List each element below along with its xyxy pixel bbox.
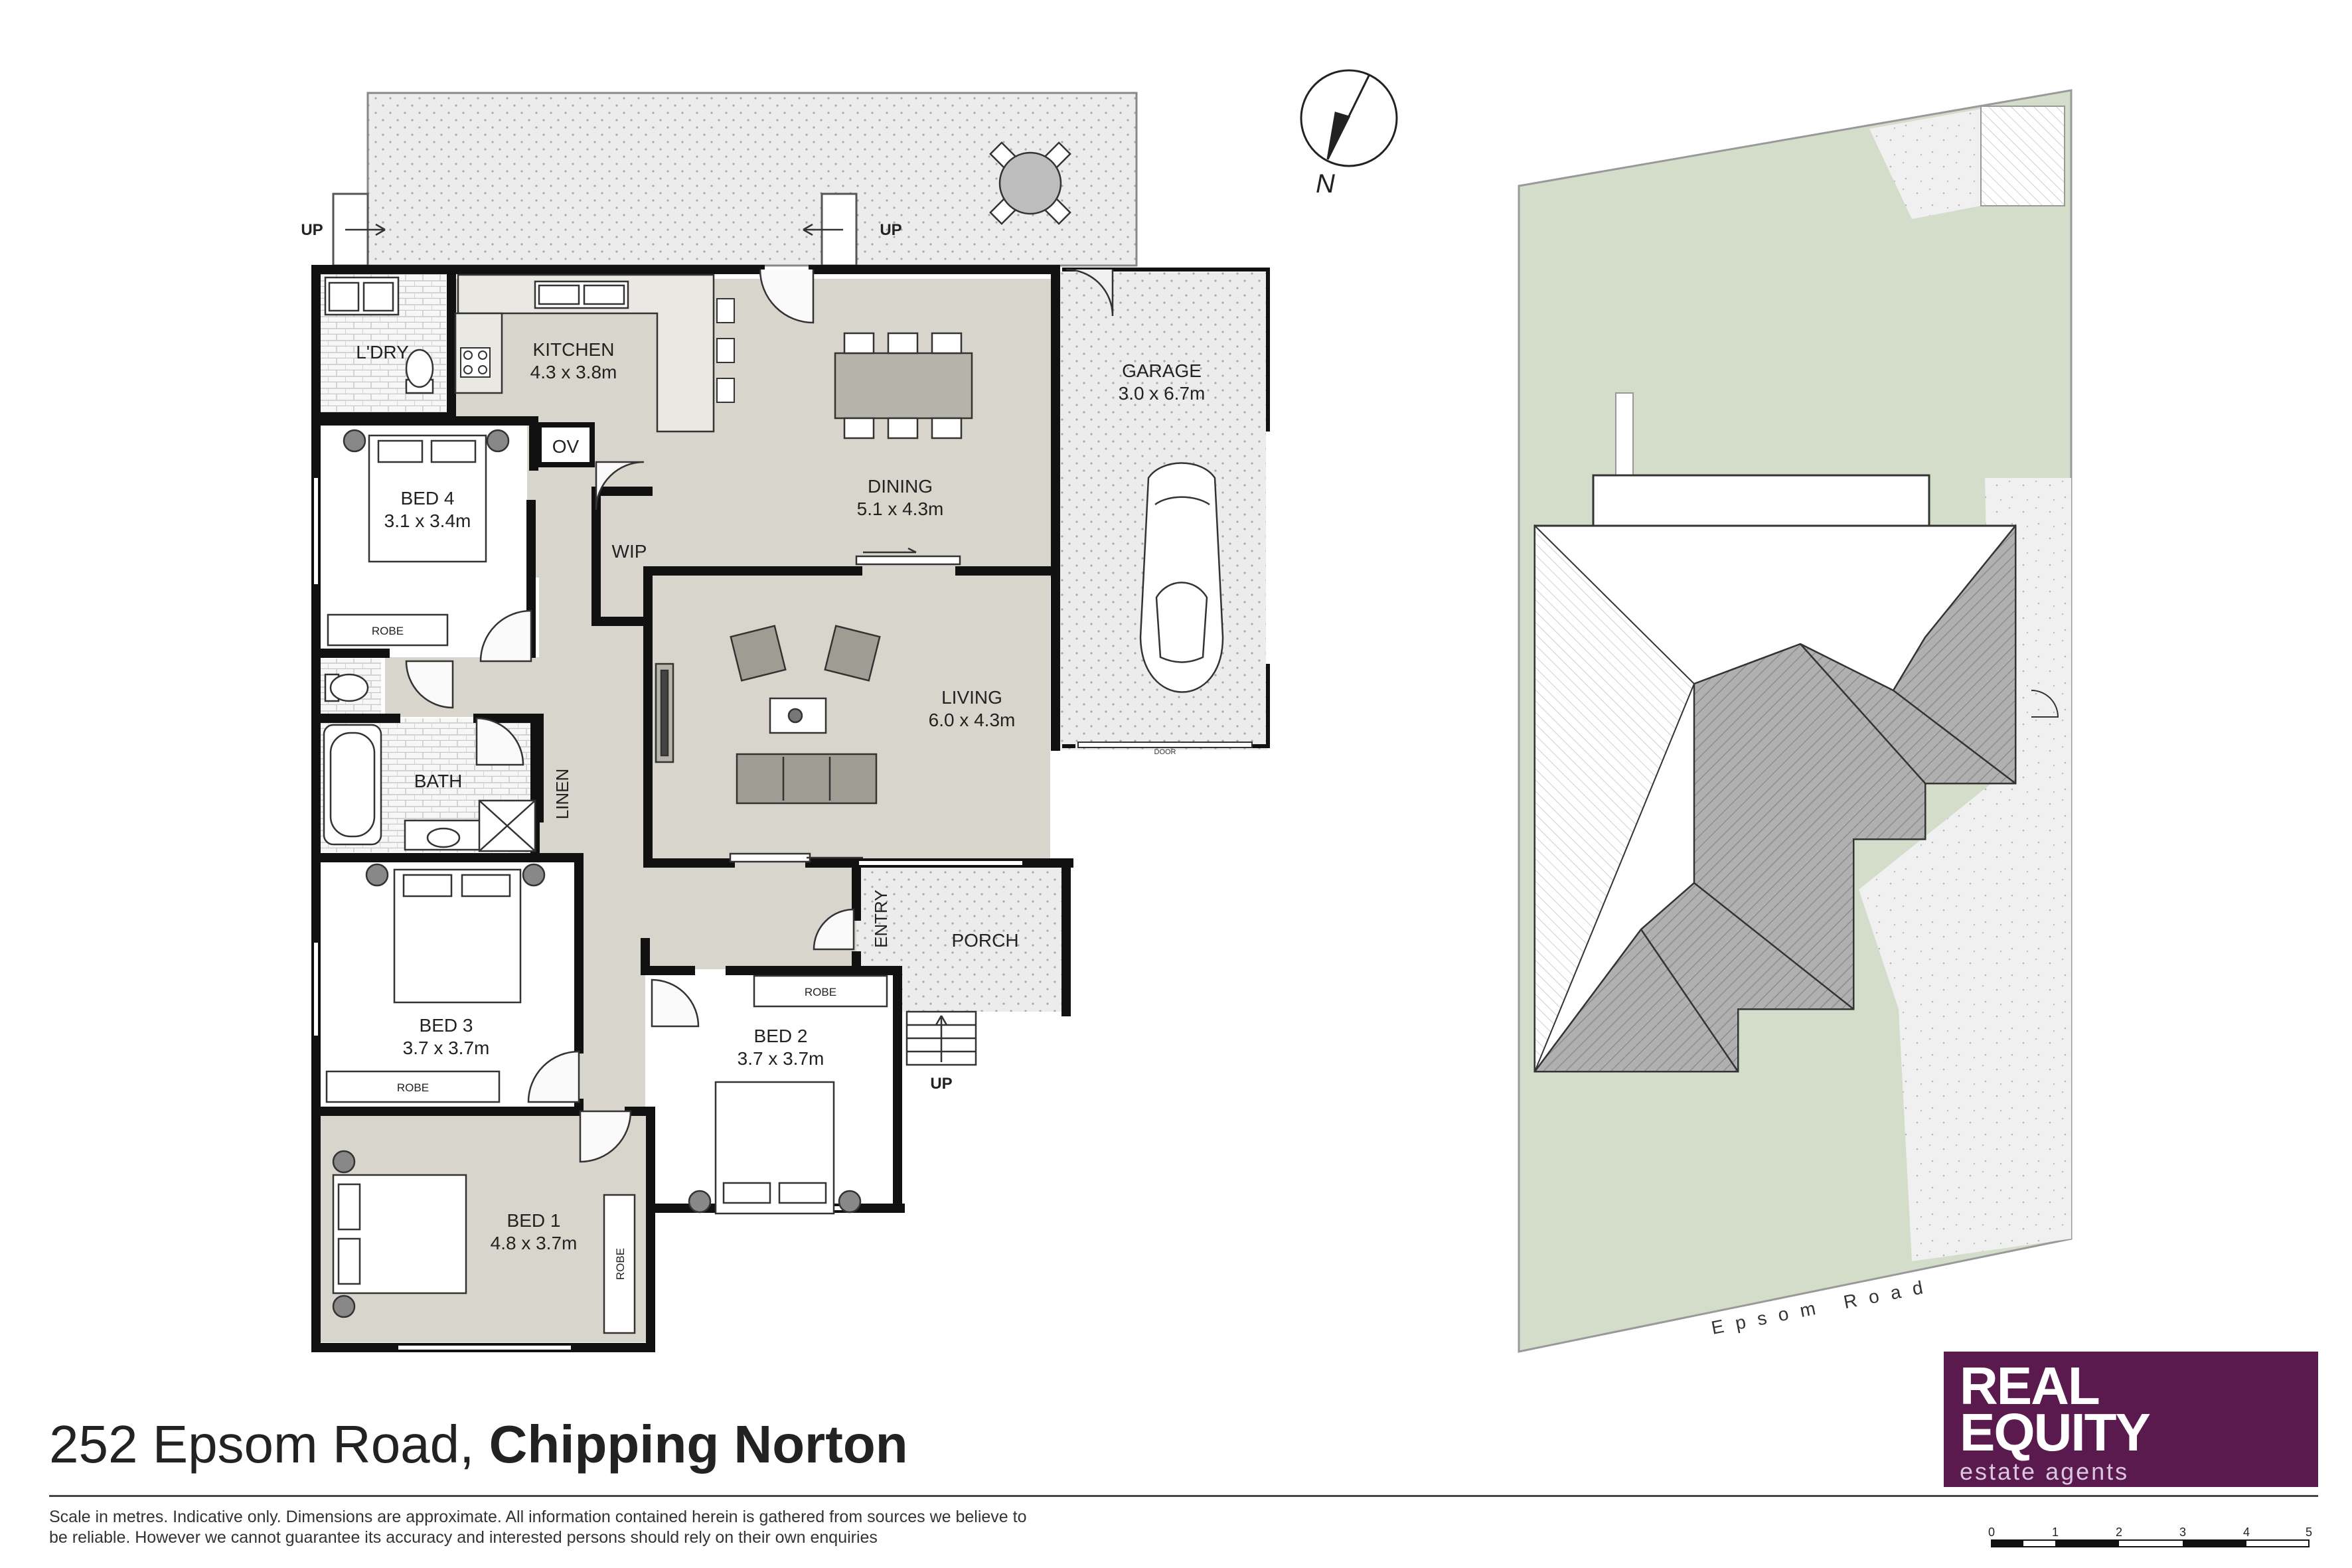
address-suburb: Chipping Norton — [489, 1415, 908, 1474]
laundry-label: L'DRY — [356, 342, 409, 362]
dining-size: 5.1 x 4.3m — [857, 499, 944, 519]
toilet-laundry — [405, 349, 434, 394]
scale-tick-4: 4 — [2243, 1526, 2250, 1539]
scale-tick-2: 2 — [2116, 1526, 2122, 1539]
bed3-label: BED 3 — [420, 1015, 473, 1036]
robe-bed4: ROBE — [372, 625, 404, 637]
outdoor-table — [989, 141, 1071, 225]
footer-divider — [49, 1495, 2318, 1497]
scale-tick-3: 3 — [2179, 1526, 2186, 1539]
up-label-left: UP — [301, 221, 323, 239]
ov-box — [536, 422, 595, 467]
agency-logo: REAL EQUITY estate agents — [1944, 1352, 2318, 1487]
side-gate — [2031, 690, 2059, 718]
bed2-furniture — [688, 975, 888, 1215]
logo-line-1: REAL — [1960, 1356, 2100, 1415]
scale-bar: 0 1 2 3 4 5 — [1988, 1526, 2312, 1547]
living-label: LIVING — [941, 687, 1002, 708]
car — [1139, 462, 1224, 693]
bed4-label: BED 4 — [401, 488, 455, 509]
robe-bed2: ROBE — [805, 986, 836, 998]
bed4-furniture — [327, 429, 510, 647]
scale-tick-1: 1 — [2052, 1526, 2059, 1539]
garage-door-label: DOOR — [1154, 748, 1176, 756]
driveway — [1869, 109, 1981, 219]
rear-step-arrows — [345, 223, 843, 236]
linen-label: LINEN — [552, 769, 572, 820]
kitchen-size: 4.3 x 3.8m — [530, 362, 617, 382]
cooktop — [460, 347, 491, 378]
porch-label: PORCH — [951, 930, 1018, 951]
north-arrow — [1300, 69, 1398, 167]
living-furniture — [655, 625, 881, 805]
address-street: 252 Epsom Road, — [49, 1415, 475, 1474]
property-address: 252 Epsom Road, Chipping Norton — [49, 1414, 908, 1475]
disclaimer: Scale in metres. Indicative only. Dimens… — [49, 1508, 1027, 1547]
wip-label: WIP — [612, 541, 647, 562]
north-label: N — [1316, 169, 1335, 198]
bed1-furniture — [332, 1150, 636, 1334]
logo-line-2: EQUITY — [1960, 1403, 2151, 1462]
front-steps — [905, 1010, 977, 1066]
entry-label: ENTRY — [871, 890, 891, 948]
laundry-tubs — [324, 276, 400, 316]
roof-rear-strip — [1592, 474, 1930, 527]
garage-label: GARAGE — [1122, 360, 1202, 381]
roof-ridges — [1533, 525, 2016, 1072]
bath-vanity — [404, 819, 483, 851]
garage-door — [1077, 742, 1253, 748]
scale-tick-5: 5 — [2306, 1526, 2312, 1539]
bed4-size: 3.1 x 3.4m — [384, 510, 471, 531]
door-swings — [405, 268, 1114, 1163]
garage-size: 3.0 x 6.7m — [1119, 383, 1206, 404]
bed3-furniture — [325, 863, 546, 1103]
bed1-size: 4.8 x 3.7m — [491, 1233, 578, 1253]
scale-tick-0: 0 — [1988, 1526, 1995, 1539]
logo-line-3: estate agents — [1960, 1458, 2130, 1485]
toilet-wc — [324, 673, 369, 702]
site-plan: Epsom Road — [1518, 89, 2073, 1353]
paved-area — [1859, 478, 2071, 1261]
bathtub — [323, 724, 382, 846]
bed2-size: 3.7 x 3.7m — [738, 1048, 824, 1069]
bed3-size: 3.7 x 3.7m — [403, 1038, 490, 1058]
robe-bed1: ROBE — [614, 1248, 627, 1280]
side-shed — [1980, 106, 2065, 206]
kitchen-label: KITCHEN — [533, 339, 615, 360]
shower — [478, 799, 536, 852]
ov-label: OV — [552, 436, 580, 457]
bed2-label: BED 2 — [754, 1026, 808, 1046]
robe-bed3: ROBE — [397, 1081, 429, 1094]
roof-left-plane — [1534, 524, 1695, 1072]
up-label-front: UP — [930, 1075, 952, 1093]
dining-label: DINING — [868, 476, 933, 497]
bar-stools — [716, 298, 735, 403]
side-path — [1615, 392, 1634, 480]
dining-table — [834, 332, 973, 439]
living-size: 6.0 x 4.3m — [929, 710, 1016, 730]
sliding-doors — [729, 547, 961, 863]
kitchen-sink — [534, 280, 629, 309]
up-label-right: UP — [880, 221, 902, 239]
bed1-label: BED 1 — [507, 1210, 561, 1231]
bath-label: BATH — [414, 771, 463, 791]
